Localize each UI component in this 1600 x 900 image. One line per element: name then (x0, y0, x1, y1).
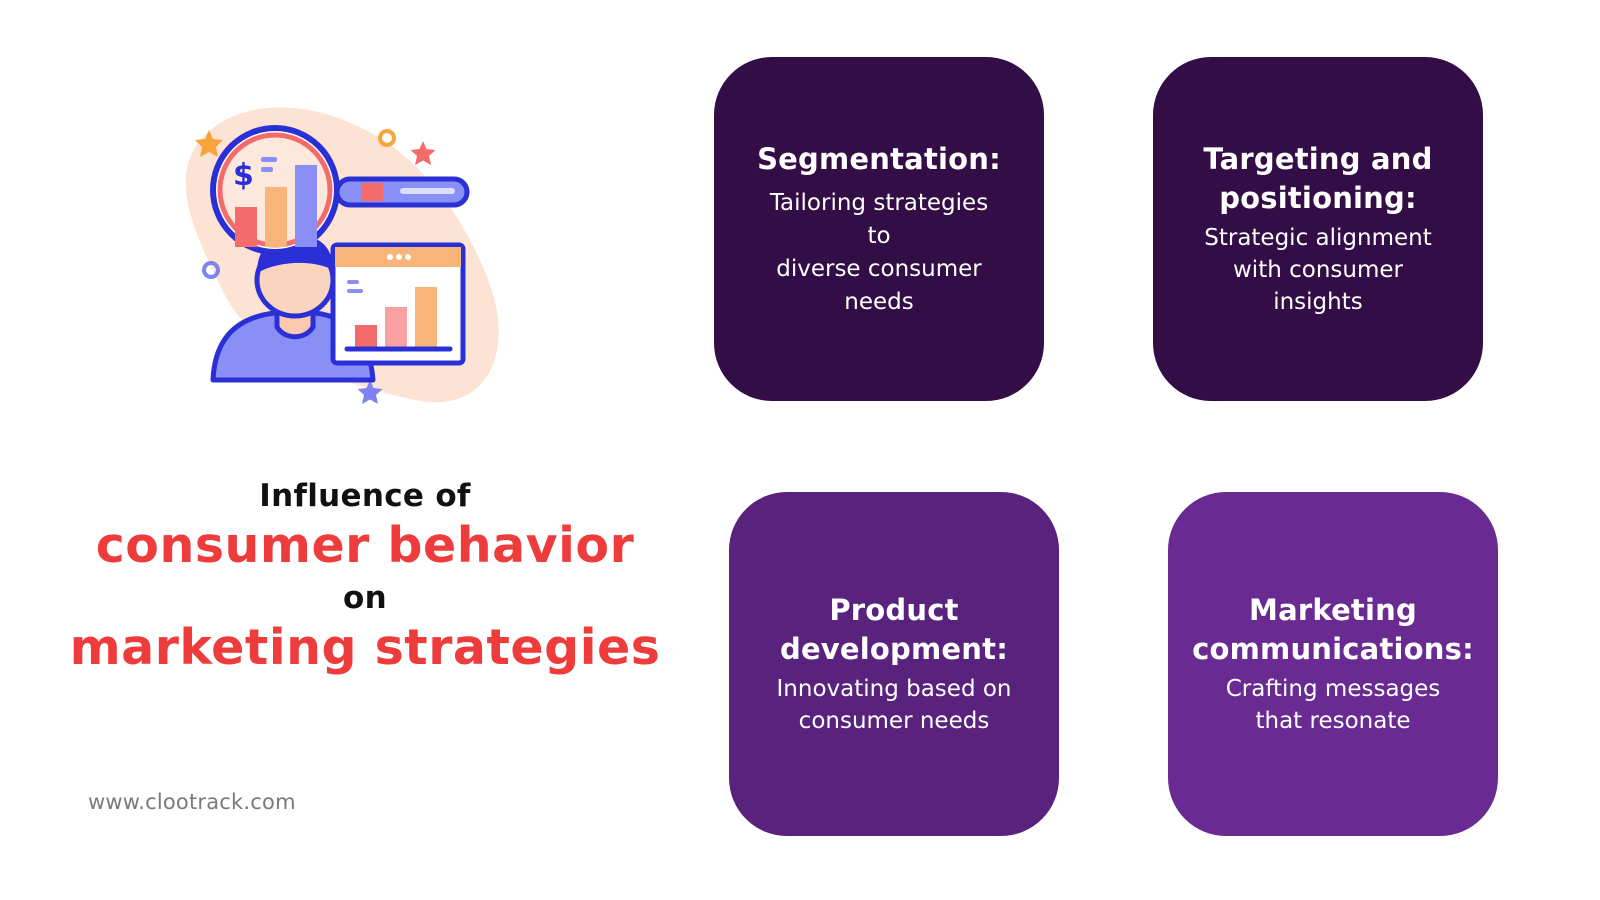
headline-line-1: Influence of (259, 478, 471, 514)
card-marketing-communications: Marketing communications: Crafting messa… (1168, 492, 1498, 836)
card-desc-line: Strategic alignment (1204, 225, 1432, 251)
website-url: www.clootrack.com (88, 790, 296, 814)
card-desc-line: Crafting messages (1225, 676, 1441, 702)
card-title-line: positioning: (1219, 181, 1417, 215)
svg-text:$: $ (233, 158, 254, 193)
card-title: Marketing communications: (1192, 591, 1474, 669)
headline-line-3: on (343, 580, 387, 616)
card-desc-line: insights (1273, 289, 1363, 315)
headline: Influence of consumer behavior on market… (60, 478, 670, 680)
card-targeting-positioning: Targeting and positioning: Strategic ali… (1153, 57, 1483, 401)
card-segmentation: Segmentation: Tailoring strategies to di… (714, 57, 1044, 401)
card-desc-line: Tailoring strategies (769, 189, 989, 216)
card-desc-line: to (867, 222, 891, 249)
card-desc-line: diverse consumer (776, 255, 982, 282)
card-title-line: communications: (1192, 632, 1474, 666)
headline-line-2: consumer behavior (95, 517, 635, 574)
card-title: Product development: (780, 591, 1008, 669)
card-title: Segmentation: (757, 140, 1001, 179)
card-description: Crafting messages that resonate (1226, 673, 1441, 737)
card-desc-line: consumer needs (798, 708, 990, 734)
card-title-line: Product (829, 593, 959, 627)
card-product-development: Product development: Innovating based on… (729, 492, 1059, 836)
card-description: Strategic alignment with consumer insigh… (1204, 222, 1431, 318)
card-desc-line: Innovating based on (776, 676, 1012, 702)
card-title-line: Targeting and (1203, 142, 1433, 176)
card-desc-line: with consumer (1233, 257, 1403, 283)
card-description: Innovating based on consumer needs (777, 673, 1012, 737)
consumer-research-magnifier-icon: $ (165, 95, 525, 425)
headline-line-4: marketing strategies (69, 619, 661, 676)
card-desc-line: needs (844, 288, 914, 315)
card-desc-line: that resonate (1255, 708, 1411, 734)
card-description: Tailoring strategies to diverse consumer… (770, 187, 988, 319)
card-title-line: Marketing (1249, 593, 1417, 627)
card-title-line: Segmentation: (757, 141, 1001, 176)
card-title-line: development: (779, 632, 1008, 666)
card-title: Targeting and positioning: (1203, 140, 1432, 218)
